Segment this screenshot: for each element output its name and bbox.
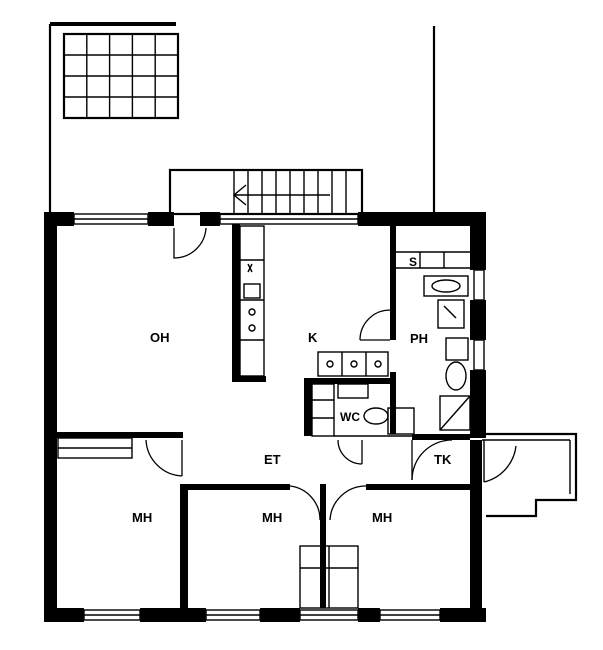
room-label-mh-1: MH [132,510,152,525]
room-label-tk: TK [434,452,452,467]
room-label-ph: PH [410,331,428,346]
room-label-wc: WC [340,410,360,424]
room-label-mh-3: MH [372,510,392,525]
room-label-mh-2: MH [262,510,282,525]
exterior-walls [44,212,486,622]
balcony [482,432,578,518]
room-label-s: S [409,255,417,269]
doors [145,227,453,521]
room-label-k: K [308,330,318,345]
skylight-grid [62,32,180,120]
interior-walls [57,224,471,609]
room-label-oh: OH [150,330,170,345]
entry-stairs [168,168,364,216]
terrace [48,22,436,214]
room-label-et: ET [264,452,281,467]
